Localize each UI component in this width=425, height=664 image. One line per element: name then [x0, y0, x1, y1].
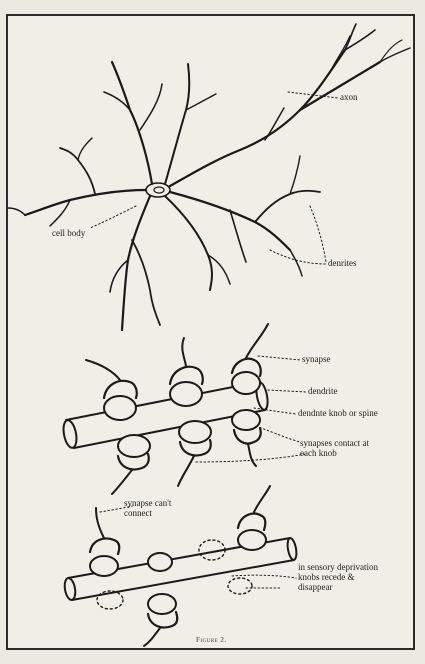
- label-synapses-contact: synapses contact at each knob: [300, 438, 374, 458]
- cell-body: [146, 183, 170, 197]
- label-cant-connect: synapse can't connect: [124, 498, 184, 518]
- figure-caption: Figure 2.: [196, 636, 227, 644]
- healthy-dendrite: [61, 324, 269, 494]
- label-dendrites: denrites: [328, 258, 357, 268]
- axon: [170, 50, 345, 186]
- label-axon: axon: [340, 92, 358, 102]
- label-dendrite: dendrite: [308, 386, 338, 396]
- label-knob-or-spine: dendnte knob or spine: [298, 408, 378, 418]
- label-knobs-recede: in sensory deprivation knobs recede & di…: [298, 562, 390, 592]
- label-cell-body: cell body: [52, 228, 85, 238]
- neuron: [8, 24, 410, 330]
- label-synapse: synapse: [302, 354, 331, 364]
